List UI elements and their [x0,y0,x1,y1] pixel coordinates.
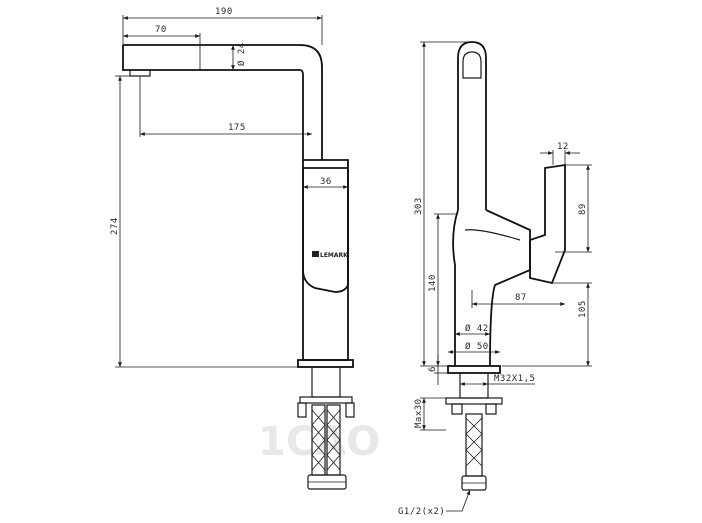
side-view: LEMARK 190 70 Ø 24 175 [110,7,355,490]
spout-outline-bottom [122,45,304,160]
dim-87: 87 [515,293,527,303]
dim-d24: Ø 24 [236,42,247,66]
dim-12: 12 [557,142,569,152]
front-view: 303 140 6 Max30 12 89 105 87 [398,41,592,517]
spout-front-outline [457,41,487,210]
body-left [452,209,459,366]
dim-89: 89 [578,203,588,215]
front-base-plate [447,365,501,374]
dim-36: 36 [320,177,332,187]
dim-g12: G1/2(x2) [398,507,445,517]
lever-handle [529,163,566,285]
dim-274: 274 [110,217,120,235]
mounting-shank [311,366,341,398]
dim-m32: M32X1,5 [494,374,535,384]
dim-140: 140 [428,274,438,292]
mounting-nut [299,396,353,404]
front-nut [445,397,503,405]
logo-mark [312,251,319,257]
dim-105: 105 [578,300,588,318]
spout-outline-top [123,44,323,160]
braided-hoses [307,404,347,490]
base-plate [297,359,354,368]
dim-175: 175 [228,123,246,133]
faucet-body [302,159,349,361]
mounting-stud-right [345,402,355,418]
mounting-stud-left [297,402,307,418]
watermark-text: 1CAO [258,419,380,465]
body-right [485,209,531,367]
dim-d42: Ø 42 [465,323,489,334]
front-braided-hose [461,413,487,491]
faucet-handle [302,167,349,293]
dim-6: 6 [428,366,438,372]
dim-190: 190 [215,7,233,17]
dim-d50: Ø 50 [465,341,489,352]
dim-303: 303 [414,197,424,215]
logo-text: LEMARK [320,252,348,259]
dim-max30: Max30 [414,398,424,428]
aerator [462,51,482,79]
dim-70: 70 [155,25,167,35]
front-shank [459,372,489,399]
